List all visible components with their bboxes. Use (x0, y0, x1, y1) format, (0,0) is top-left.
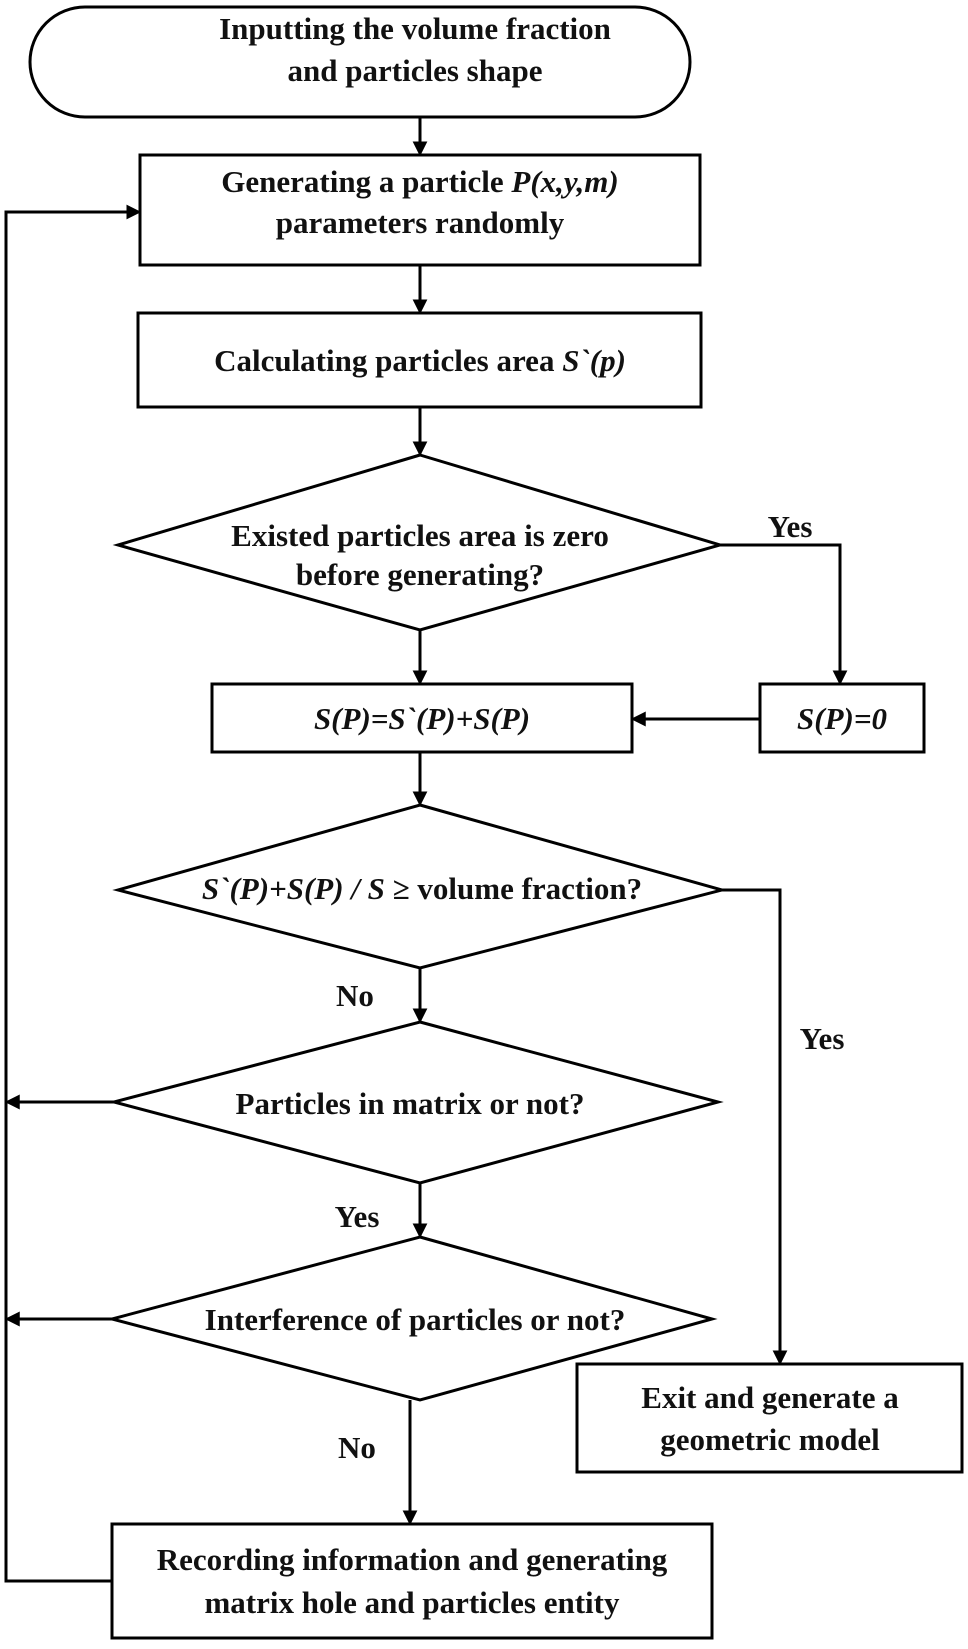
generate-particle-text: Generating a particle (221, 164, 511, 199)
interference-decision: Interference of particles or not? (106, 1235, 718, 1402)
generate-particle-line-2: parameters randomly (276, 205, 565, 240)
arrow-fraction-yes-to-exit (722, 888, 788, 1366)
exit-box: Exit and generate a geometric model (575, 1362, 964, 1474)
particle-symbol: P(x,y,m) (510, 164, 618, 199)
accumulate-area-box: S(P)=S`(P)+S(P) (210, 682, 634, 754)
fraction-yes-label: Yes (800, 1021, 845, 1056)
interference-label: Interference of particles or not? (205, 1302, 626, 1337)
start-node-line-1: Inputting the volume fraction (219, 11, 611, 46)
record-line-2: matrix hole and particles entity (204, 1585, 620, 1620)
reset-formula: S(P)=0 (797, 701, 887, 736)
arrow-zero-yes-to-reset (720, 543, 848, 686)
calculate-area-box: Calculating particles area S`(p) (136, 311, 703, 409)
reset-area-box: S(P)=0 (758, 682, 926, 754)
calculate-area-text: Calculating particles area (214, 343, 562, 378)
matrix-yes-label: Yes (335, 1199, 380, 1234)
exit-line-2: geometric model (660, 1422, 880, 1457)
zero-area-line-1: Existed particles area is zero (231, 518, 609, 553)
zero-area-decision: Existed particles area is zero before ge… (112, 453, 726, 632)
record-box: Recording information and generating mat… (110, 1522, 714, 1640)
accumulate-formula: S(P)=S`(P)+S(P) (314, 701, 530, 736)
fraction-condition-text: ≥ volume fraction? (385, 871, 642, 906)
generate-particle-box: Generating a particle P(x,y,m) parameter… (138, 153, 702, 267)
volume-fraction-decision: S`(P)+S(P) / S ≥ volume fraction? (112, 803, 728, 970)
zero-yes-label: Yes (768, 509, 813, 544)
start-node: Inputting the volume fraction and partic… (28, 5, 692, 119)
volume-fraction-label: S`(P)+S(P) / S ≥ volume fraction? (202, 871, 642, 906)
fraction-expression: S`(P)+S(P) / S (202, 871, 385, 906)
record-line-1: Recording information and generating (157, 1542, 668, 1577)
interference-no-label: No (338, 1430, 376, 1465)
in-matrix-label: Particles in matrix or not? (236, 1086, 585, 1121)
zero-area-line-2: before generating? (296, 557, 544, 592)
area-symbol: S`(p) (562, 343, 626, 378)
arrow-record-loop-to-generate (4, 204, 142, 1583)
exit-line-1: Exit and generate a (641, 1380, 899, 1415)
start-node-line-2: and particles shape (288, 53, 543, 88)
fraction-no-label: No (336, 978, 374, 1013)
generate-particle-line-1: Generating a particle P(x,y,m) (221, 164, 618, 199)
calculate-area-label: Calculating particles area S`(p) (214, 343, 626, 378)
in-matrix-decision: Particles in matrix or not? (108, 1020, 724, 1185)
